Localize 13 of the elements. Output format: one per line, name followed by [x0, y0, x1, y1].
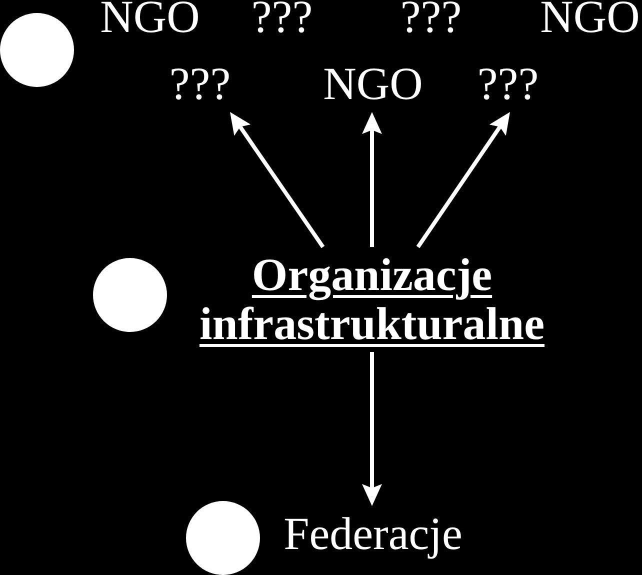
arrow [362, 112, 382, 247]
top-label: ??? [251, 0, 313, 34]
node-label: ??? [169, 61, 231, 107]
top-label: NGO [100, 0, 200, 34]
top-label: ??? [400, 0, 462, 34]
node-label: NGO [323, 61, 423, 107]
arrow [230, 112, 325, 248]
top-label: NGO [540, 0, 640, 34]
arrow [416, 112, 510, 248]
node-label: Federacje [284, 511, 462, 557]
arrow [362, 352, 382, 506]
category-heading: Organizacje infrastrukturalne [200, 250, 544, 348]
node-label: ??? [477, 61, 539, 107]
